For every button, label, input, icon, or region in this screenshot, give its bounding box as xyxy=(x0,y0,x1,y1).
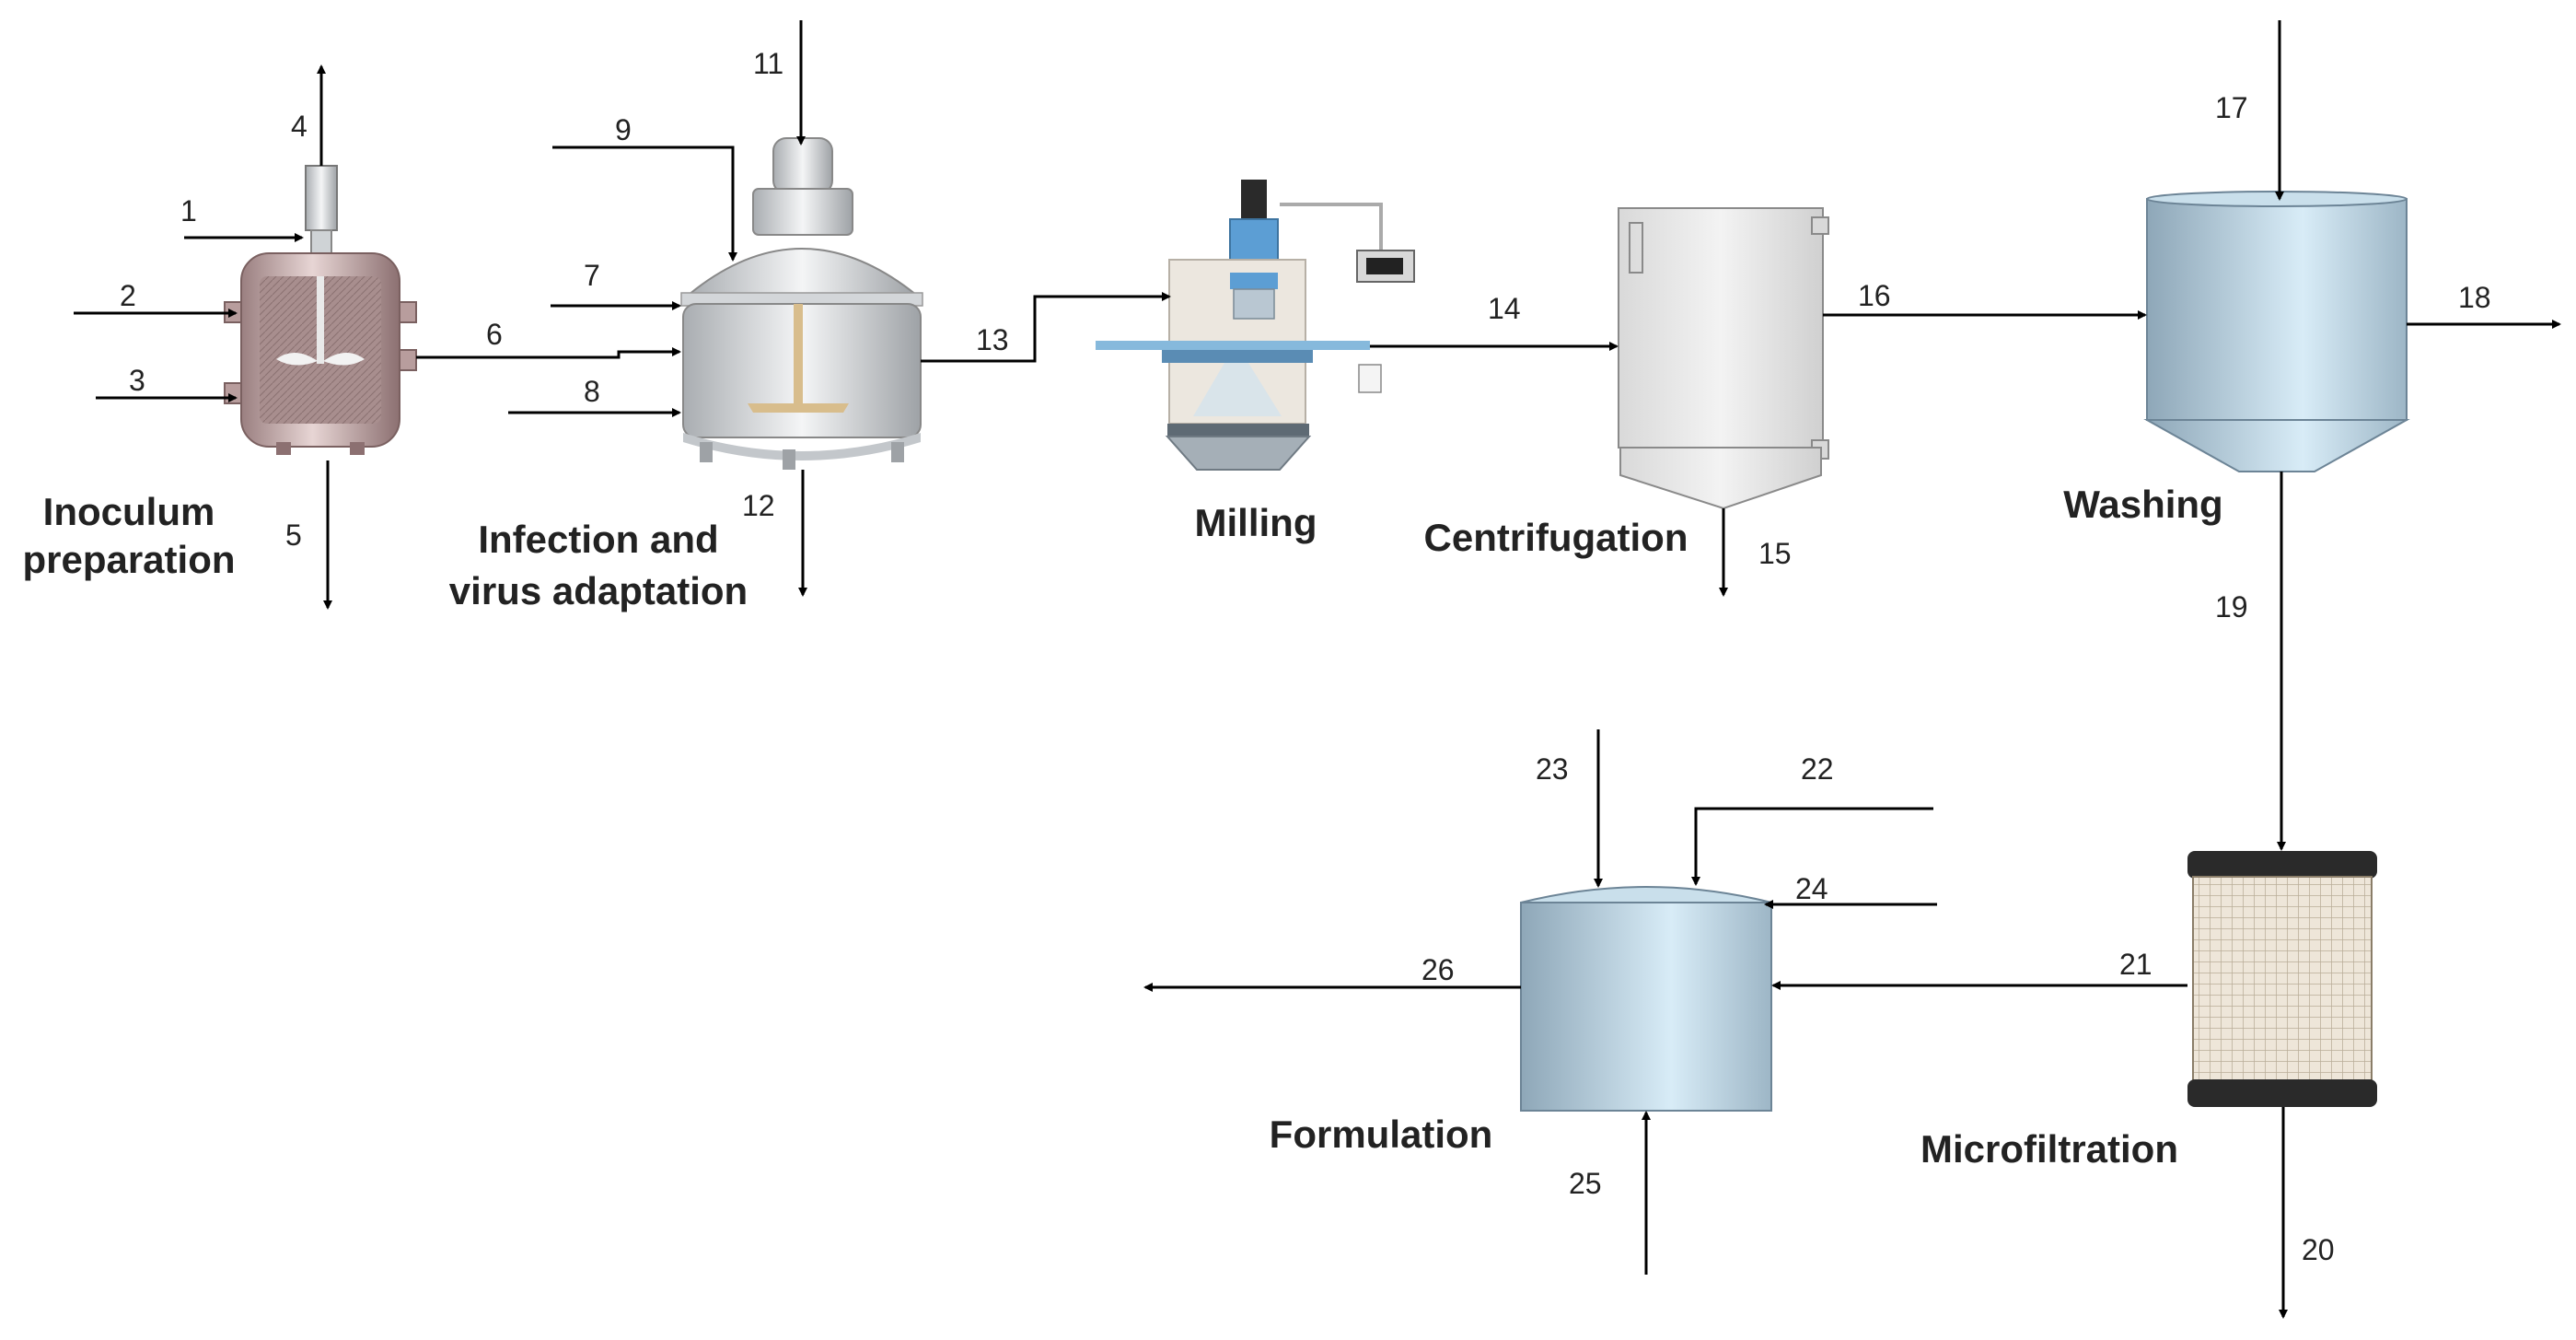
stream-lines xyxy=(74,20,2561,1319)
infection-label-line2: virus adaptation xyxy=(449,569,748,612)
centrifuge-icon xyxy=(1618,207,1829,510)
stream-4-label: 4 xyxy=(291,110,307,143)
stream-25-label: 25 xyxy=(1569,1167,1602,1200)
centrifugation-label: Centrifugation xyxy=(1424,516,1688,559)
stream-15-label: 15 xyxy=(1758,537,1792,570)
stream-18-label: 18 xyxy=(2458,281,2491,314)
stream-11-label: 11 xyxy=(753,47,783,80)
stream-7-label: 7 xyxy=(584,259,600,292)
milling-label: Milling xyxy=(1195,501,1317,544)
stream-8-label: 8 xyxy=(584,375,600,408)
stream-1-label: 1 xyxy=(180,194,197,227)
microfiltration-label: Microfiltration xyxy=(1920,1127,2178,1171)
unit-labels: Inoculum preparation Infection and virus… xyxy=(22,483,2222,1171)
stream-13-label: 13 xyxy=(976,323,1009,356)
washing-tank-icon xyxy=(2143,191,2410,472)
infection-label-line1: Infection and xyxy=(478,518,718,561)
stream-5-label: 5 xyxy=(285,519,302,552)
stream-23-label: 23 xyxy=(1536,752,1569,786)
stream-14-label: 14 xyxy=(1488,292,1521,325)
washing-label: Washing xyxy=(2063,483,2222,526)
stream-24-label: 24 xyxy=(1795,872,1828,905)
formulation-tank-icon xyxy=(1520,886,1772,1112)
infection-reactor-icon xyxy=(680,137,923,470)
stream-22-label: 22 xyxy=(1801,752,1834,786)
stream-6-label: 6 xyxy=(486,318,503,351)
stream-17-label: 17 xyxy=(2215,91,2248,124)
inoculum-label-line1: Inoculum xyxy=(43,490,215,533)
formulation-label: Formulation xyxy=(1270,1113,1493,1156)
stream-12-label: 12 xyxy=(742,489,775,522)
stream-16-label: 16 xyxy=(1858,279,1891,312)
inoculum-reactor-icon xyxy=(224,165,417,455)
stream-3-label: 3 xyxy=(129,364,145,397)
stream-20-label: 20 xyxy=(2302,1233,2335,1266)
stream-19-label: 19 xyxy=(2215,590,2248,623)
stream-26-label: 26 xyxy=(1421,953,1455,986)
mill-icon xyxy=(1096,180,1415,471)
stream-9-label: 9 xyxy=(615,113,632,146)
microfilter-icon xyxy=(2187,851,2377,1107)
stream-21-label: 21 xyxy=(2119,948,2152,981)
stream-numbers: 1 2 3 4 5 6 7 8 9 11 12 13 14 15 16 17 1… xyxy=(120,47,2491,1266)
stream-2-label: 2 xyxy=(120,279,136,312)
inoculum-label-line2: preparation xyxy=(22,538,235,581)
